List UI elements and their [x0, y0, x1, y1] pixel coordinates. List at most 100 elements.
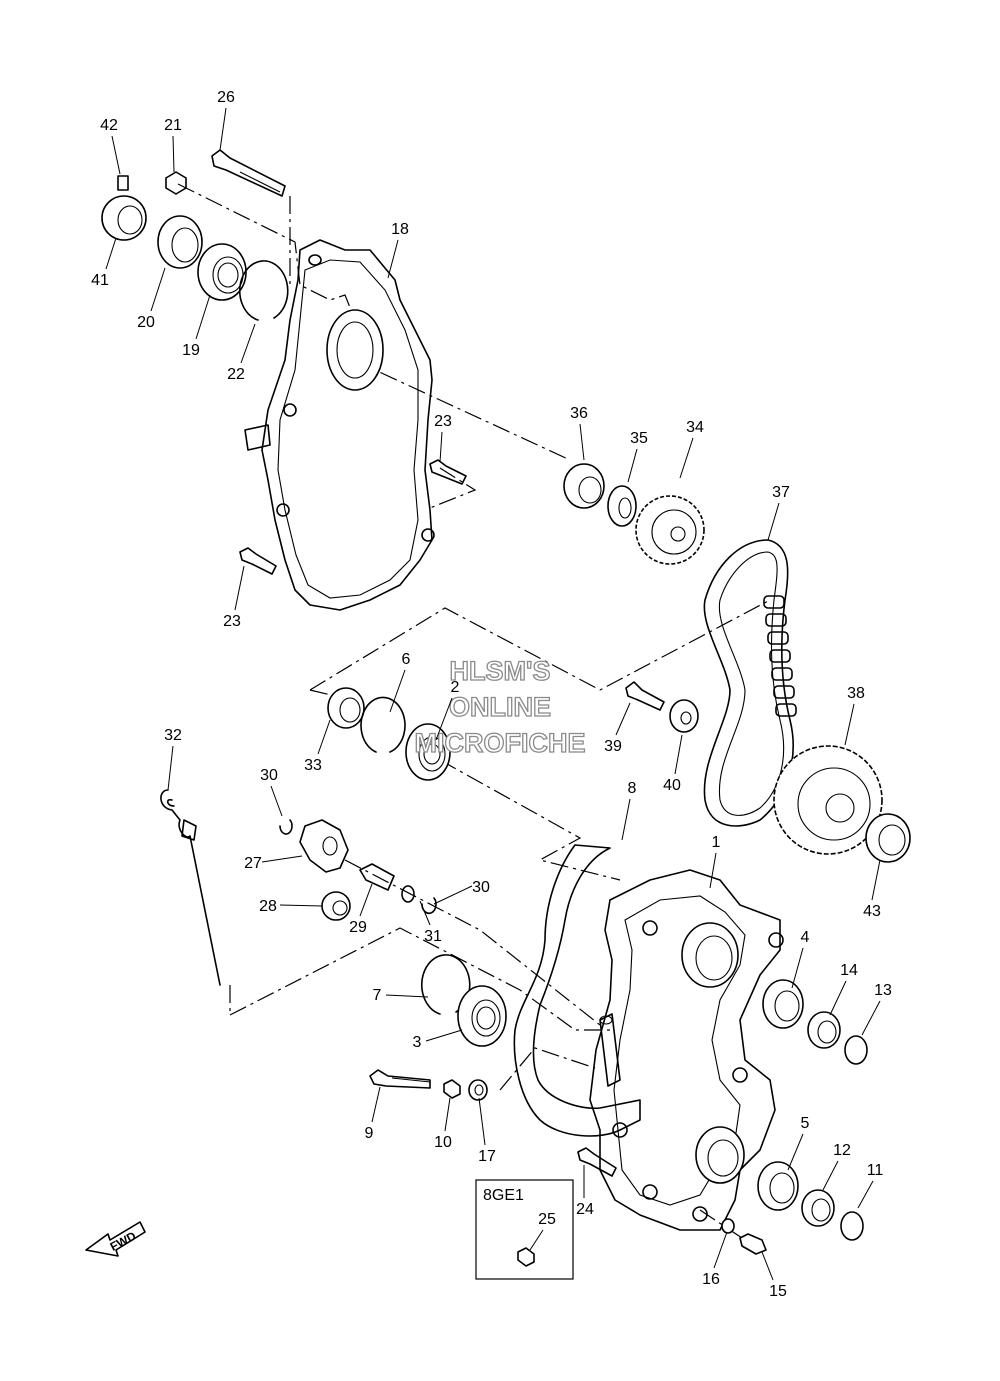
gears-and-chain — [563, 463, 911, 863]
inset-label: 8GE1 — [483, 1187, 524, 1204]
callout-number-c19: 19 — [182, 342, 200, 359]
callout-number-c4: 4 — [801, 929, 810, 946]
collar-14 — [807, 1011, 841, 1049]
lever-27 — [299, 819, 349, 873]
cap-13 — [844, 1035, 868, 1065]
callout-number-c3: 3 — [413, 1034, 422, 1051]
callout-leader-c9 — [371, 1086, 381, 1123]
callout-number-c5: 5 — [801, 1115, 810, 1132]
callout-leader-c14 — [829, 980, 847, 1016]
roller-28 — [321, 891, 351, 921]
bolt-39 — [625, 681, 665, 711]
bolts-23 — [239, 459, 467, 575]
callout-leader-c10 — [444, 1097, 451, 1132]
callout-leader-c41 — [105, 237, 117, 270]
callout-number-c37: 37 — [772, 484, 790, 501]
pin-29 — [359, 863, 395, 891]
seal-36 — [563, 463, 605, 509]
shift-lever-assembly — [279, 819, 437, 921]
bearing-boss-upper — [681, 922, 739, 988]
callout-number-c18: 18 — [391, 221, 409, 238]
washer-17 — [468, 1079, 488, 1101]
callout-leader-c35 — [627, 448, 638, 483]
watermark-line-3: MICROFICHE — [415, 728, 586, 758]
set-screw-42 — [117, 175, 129, 191]
callout-leader-c7 — [385, 994, 429, 998]
callout-number-c23a: 23 — [434, 413, 452, 430]
bolt-24 — [577, 1147, 617, 1177]
callout-leader-c5 — [787, 1133, 804, 1171]
callout-leader-c37 — [767, 502, 780, 541]
callout-leader-c13 — [861, 1000, 881, 1036]
callout-number-c40: 40 — [663, 777, 681, 794]
bolt-15 — [739, 1233, 767, 1255]
variant-inset-box: 8GE1 — [475, 1179, 574, 1280]
middle-bearing-parts — [327, 687, 451, 781]
callout-leader-c11 — [857, 1180, 874, 1209]
lower-frame-line — [229, 927, 610, 1031]
washer-35 — [607, 485, 637, 527]
callout-leader-c15 — [761, 1251, 774, 1281]
callout-leader-c16 — [713, 1231, 728, 1269]
bolt-axis-line — [499, 1047, 596, 1091]
part-callouts: 1234567891011121314151617181920212223232… — [91, 89, 892, 1300]
chain-links — [763, 595, 797, 717]
callout-number-c26: 26 — [217, 89, 235, 106]
shaft-axis-line — [344, 859, 601, 1026]
callout-leader-c19 — [195, 294, 211, 340]
callout-leader-c33 — [317, 719, 331, 755]
fwd-label: FWD — [108, 1229, 139, 1254]
callout-leader-c30b — [433, 885, 473, 905]
callout-leader-c43 — [871, 859, 881, 901]
callout-number-c23b: 23 — [223, 613, 241, 630]
callout-number-c9: 9 — [365, 1125, 374, 1142]
callout-leader-c36 — [579, 423, 585, 461]
callout-leader-c22 — [240, 323, 256, 364]
upper-bolt-axis — [429, 467, 477, 509]
callout-number-c33: 33 — [304, 757, 322, 774]
callout-leader-c28 — [279, 904, 323, 907]
sprocket-34 — [635, 495, 705, 565]
nut-10 — [443, 1079, 461, 1099]
circlip-6 — [360, 696, 406, 753]
callout-leader-c23a — [439, 431, 443, 463]
callout-number-c16: 16 — [702, 1271, 720, 1288]
seal-20 — [157, 215, 203, 269]
callout-leader-c39 — [615, 702, 631, 736]
callout-number-c8: 8 — [628, 780, 637, 797]
callout-leader-c18 — [387, 239, 399, 279]
nut-25 — [517, 1247, 535, 1267]
circlip-22 — [238, 260, 289, 321]
callout-leader-c29 — [359, 883, 373, 917]
collar-43 — [865, 813, 911, 863]
clip-30a — [279, 819, 293, 835]
middle-frame-line — [309, 599, 771, 691]
callout-number-c14: 14 — [840, 962, 858, 979]
bearing-3 — [457, 985, 507, 1047]
callout-leader-c4 — [791, 947, 804, 989]
callout-leader-c42 — [111, 135, 121, 175]
callout-number-c42: 42 — [100, 117, 118, 134]
cap-11 — [840, 1211, 864, 1241]
callout-number-c24: 24 — [576, 1201, 594, 1218]
collar-41 — [101, 195, 147, 241]
forward-direction-arrow: FWD — [85, 1221, 146, 1257]
dipstick-32 — [160, 789, 221, 986]
callout-number-c29: 29 — [349, 919, 367, 936]
callout-leader-c12 — [822, 1160, 839, 1191]
lower-chain-case — [589, 869, 784, 1231]
callout-leader-c31 — [419, 900, 431, 926]
bolt-9 — [369, 1069, 431, 1089]
callout-number-c27: 27 — [244, 855, 262, 872]
callout-number-c39: 39 — [604, 738, 622, 755]
callout-number-c28: 28 — [259, 898, 277, 915]
callout-leader-c8 — [621, 798, 631, 841]
callout-number-c10: 10 — [434, 1134, 452, 1151]
callout-leader-c1 — [709, 852, 717, 889]
callout-leader-c34 — [679, 437, 694, 479]
callout-leader-c17 — [478, 1097, 486, 1146]
callout-number-c35: 35 — [630, 430, 648, 447]
callout-number-c34: 34 — [686, 419, 704, 436]
